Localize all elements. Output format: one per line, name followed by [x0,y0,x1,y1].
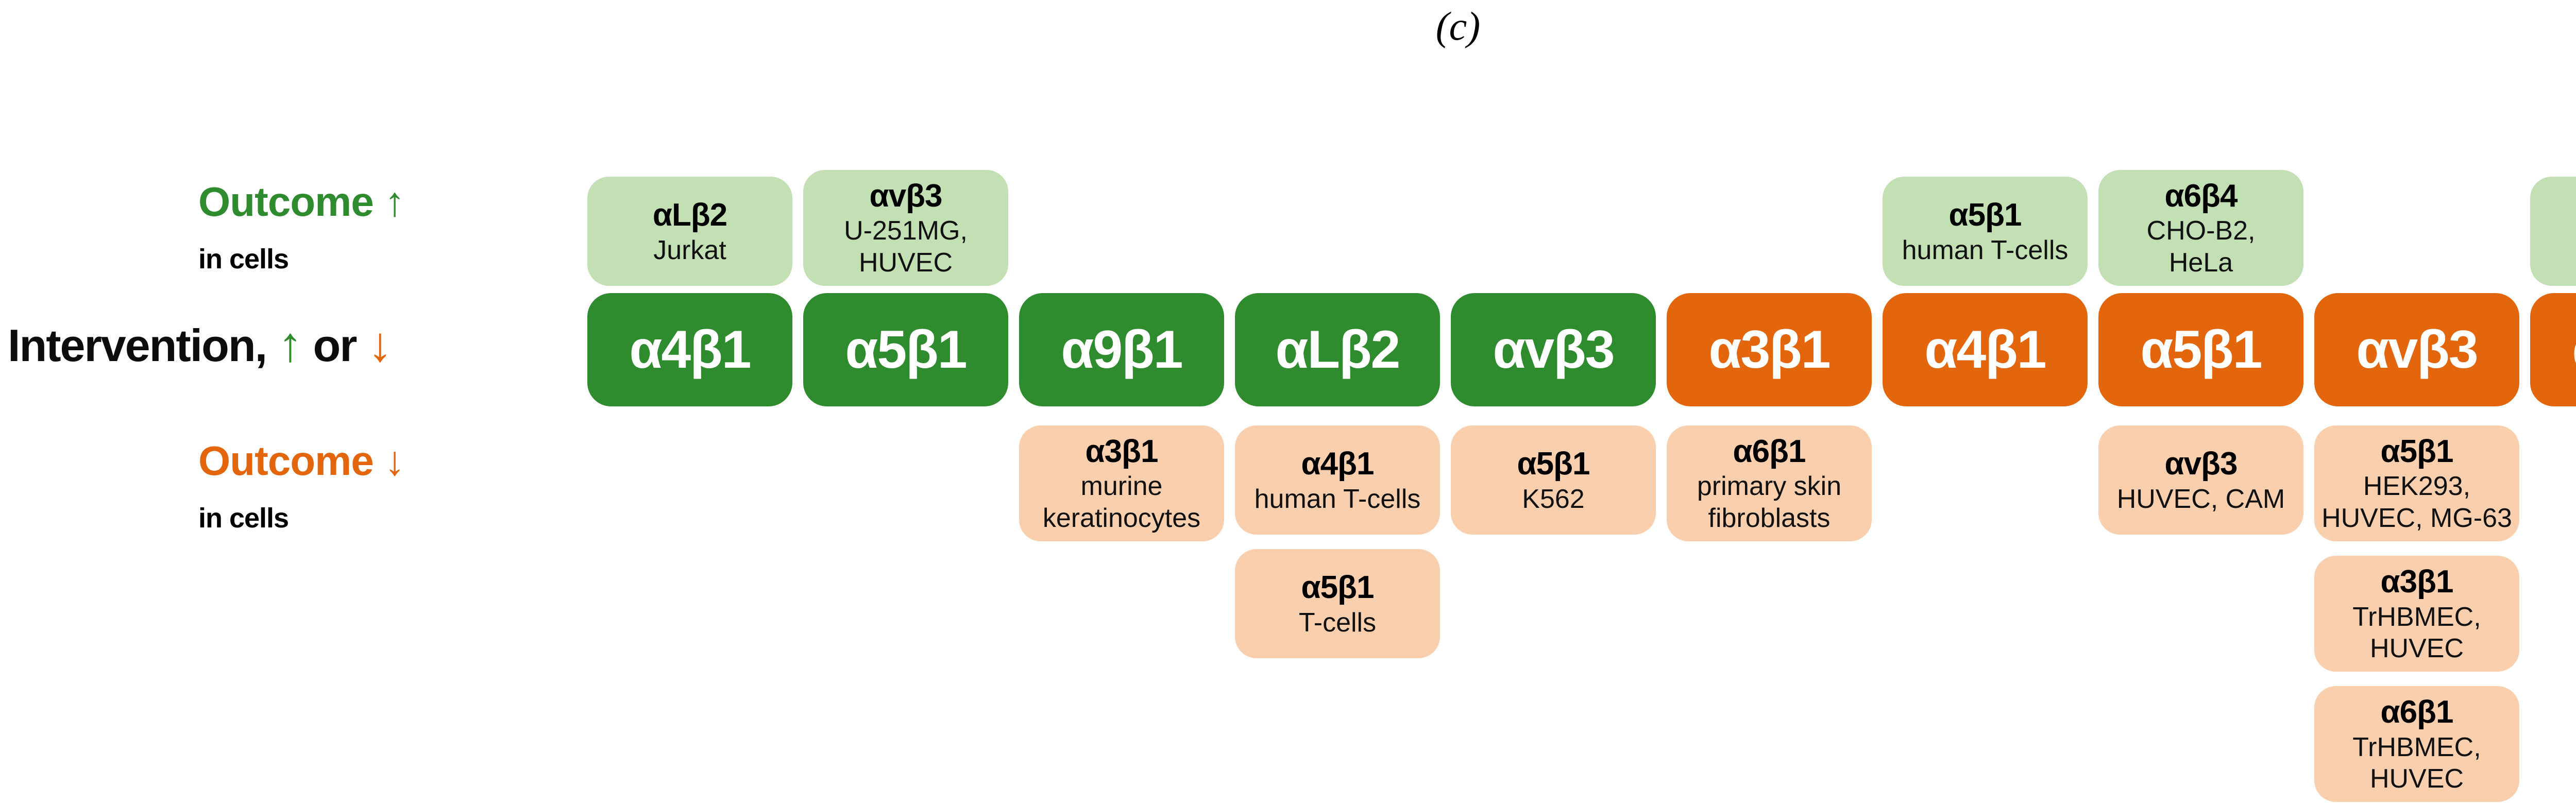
outcome-down-box: α5β1 K562 [1451,425,1656,535]
integrin-name: αLβ2 [652,197,727,233]
outcome-down-box: α6β1 primary skin fibroblasts [1667,425,1872,542]
cell-lines: human T-cells [1254,484,1421,514]
outcome-up-slot [1235,149,1440,286]
integrin-column-8: α6β4 CHO-B2, HeLa α5β1 αvβ3 HUVEC, CAM [2098,149,2303,802]
cell-lines: TrHBMEC, HUVEC [2352,732,2481,794]
cell-lines: T-cells [1298,607,1377,638]
integrin-name: α4β1 [1301,446,1375,482]
cell-lines: murine keratinocytes [1042,471,1201,533]
cell-lines: TrHBMEC, HUVEC [2352,602,2481,663]
intervention-box: αLβ2 [1235,293,1440,406]
outcome-up-slot: αvβ3 U-251MG, HUVEC [803,149,1008,286]
intervention-box: α4β1 [587,293,792,406]
down-arrow-icon: ↓ [367,317,392,372]
outcome-up-slot [1451,149,1656,286]
outcome-down-slot: αvβ3 HUVEC, CAM [2098,425,2303,535]
outcome-down-box: αvβ3 HUVEC, CAM [2098,425,2303,535]
integrin-column-4: αLβ2 α4β1 human T-cells α5β1 T-cells [1235,149,1440,802]
outcome-down-box: α6β1 TrHBMEC, HUVEC [2314,686,2519,802]
integrin-name: α3β1 [2380,564,2454,600]
intervention-label: Intervention, [8,320,267,371]
integrin-name: α6β1 [1733,434,1806,469]
cell-lines: primary skin fibroblasts [1697,471,1842,533]
cell-lines: HUVEC, CAM [2116,484,2285,514]
integrin-column-10: α5β1 MG-63 αvβ5 [2530,149,2576,802]
outcome-down-box: α5β1 T-cells [1235,549,1440,658]
integrin-name: α5β1 [2380,434,2454,469]
outcome-up-slot: α5β1 MG-63 [2530,149,2576,286]
in-cells-label: in cells [198,244,289,275]
integrin-column-6: α3β1 α6β1 primary skin fibroblasts [1667,149,1872,802]
cell-lines: U-251MG, HUVEC [844,216,968,278]
outcome-up-slot: αLβ2 Jurkat [587,149,792,286]
integrin-name: α5β1 [2536,196,2576,234]
cell-lines: Jurkat [653,235,726,265]
integrin-column-1: αLβ2 Jurkat α4β1 [587,149,792,802]
integrin-name: αvβ3 [2164,446,2238,482]
outcome-down-box: α3β1 TrHBMEC, HUVEC [2314,556,2519,672]
intervention-box: αvβ3 [1451,293,1656,406]
intervention-box: α5β1 [803,293,1008,406]
outcome-down-slot: α5β1 K562 [1451,425,1656,535]
outcome-down-slot: α3β1 murine keratinocytes [1019,425,1224,542]
integrin-name: α6β4 [2164,178,2238,214]
intervention-box: αvβ5 [2530,293,2576,406]
integrin-name: α6β1 [2380,694,2454,730]
outcome-down-slot: α6β1 primary skin fibroblasts [1667,425,1872,542]
intervention-box: α4β1 [1883,293,2088,406]
outcome-down-slot: α4β1 human T-cells α5β1 T-cells [1235,425,1440,658]
figure-caption: (c) [1435,4,1481,48]
outcome-down-label: Outcome ↓ [198,438,405,484]
integrin-column-2: αvβ3 U-251MG, HUVEC α5β1 [803,149,1008,802]
outcome-up-box: α6β4 CHO-B2, HeLa [2098,169,2303,286]
outcome-up-box: αvβ3 U-251MG, HUVEC [803,169,1008,286]
integrin-name: αvβ3 [869,178,943,214]
outcome-up-box: α5β1 MG-63 [2530,177,2576,286]
up-arrow-icon: ↑ [384,179,405,225]
cell-lines: HEK293, HUVEC, MG-63 [2321,471,2512,533]
cell-lines: CHO-B2, HeLa [2146,216,2256,278]
cell-lines: MG-63 [2536,235,2576,266]
outcome-up-box: α5β1 human T-cells [1883,177,2088,286]
intervention-box: αvβ3 [2314,293,2519,406]
integrin-column-3: α9β1 α3β1 murine keratinocytes [1019,149,1224,802]
outcome-up-slot: α5β1 human T-cells [1883,149,2088,286]
integrin-grid: αLβ2 Jurkat α4β1 αvβ3 U-251MG, HUVEC α5β… [587,149,2576,802]
integrin-name: α5β1 [1517,446,1590,482]
outcome-up-box: αLβ2 Jurkat [587,177,792,286]
down-arrow-icon: ↓ [384,438,405,484]
integrin-column-7: α5β1 human T-cells α4β1 [1883,149,2088,802]
cell-lines: K562 [1522,484,1585,514]
integrin-name: α3β1 [1085,434,1159,469]
or-label: or [313,320,357,371]
integrin-name: α5β1 [1948,197,2022,233]
outcome-down-box: α3β1 murine keratinocytes [1019,425,1224,542]
outcome-down-row-label: Outcome ↓ in cells [198,438,405,534]
outcome-up-slot [1019,149,1224,286]
outcome-up-slot: α6β4 CHO-B2, HeLa [2098,149,2303,286]
intervention-box: α5β1 [2098,293,2303,406]
up-arrow-icon: ↑ [278,317,302,372]
outcome-up-label: Outcome ↑ [198,179,405,225]
intervention-row-label: Intervention, ↑ or ↓ [8,317,392,372]
outcome-up-row-label: Outcome ↑ in cells [198,179,405,275]
outcome-down-box: α5β1 HEK293, HUVEC, MG-63 [2314,425,2519,542]
intervention-box: α9β1 [1019,293,1224,406]
in-cells-label: in cells [198,503,289,534]
outcome-down-box: α4β1 human T-cells [1235,425,1440,535]
integrin-column-9: αvβ3 α5β1 HEK293, HUVEC, MG-63 α3β1 TrHB… [2314,149,2519,802]
intervention-box: α3β1 [1667,293,1872,406]
integrin-column-5: αvβ3 α5β1 K562 [1451,149,1656,802]
outcome-down-slot: α5β1 HEK293, HUVEC, MG-63 α3β1 TrHBMEC, … [2314,425,2519,802]
integrin-name: α5β1 [1301,570,1375,606]
cell-lines: human T-cells [1902,235,2069,265]
outcome-up-slot [1667,149,1872,286]
outcome-up-slot [2314,149,2519,286]
